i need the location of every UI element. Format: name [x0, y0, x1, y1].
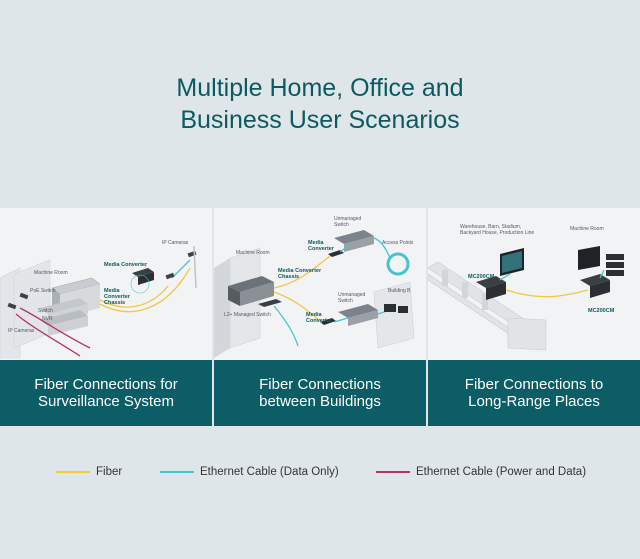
title-line-2: Business User Scenarios: [180, 106, 460, 134]
label-ip-cameras-top: IP Cameras: [162, 240, 189, 246]
label-building-b: Building B: [388, 288, 411, 294]
legend-item-fiber: Fiber: [56, 466, 122, 478]
label-media-converter: Media Converter: [104, 262, 148, 268]
caption-surveillance-line-1: Fiber Connections for: [34, 376, 178, 393]
label-ip-cameras-left: IP Cameras: [8, 328, 35, 334]
caption-buildings-line-2: between Buildings: [259, 393, 381, 410]
legend-label-ethernet-power: Ethernet Cable (Power and Data): [416, 466, 587, 478]
label-machine-room: Machine Room: [570, 226, 604, 232]
legend-label-ethernet-data: Ethernet Cable (Data Only): [200, 466, 339, 478]
label-poe-switch: PoE Switch: [30, 288, 56, 294]
legend-item-ethernet-power: Ethernet Cable (Power and Data): [376, 466, 586, 478]
label-l2-managed-switch: L2+ Managed Switch: [224, 312, 271, 318]
surveillance-diagram: IP Cameras Media Converter Machine Room …: [0, 240, 197, 359]
legend: Fiber Ethernet Cable (Data Only) Etherne…: [0, 466, 640, 482]
caption-surveillance: Fiber Connections for Surveillance Syste…: [0, 360, 212, 426]
scenario-panel-long-range: Warehouse, Barn, Stadium,Backyard House,…: [428, 208, 640, 360]
legend-label-fiber: Fiber: [96, 466, 123, 478]
label-machine-room: Machine Room: [236, 250, 270, 256]
scenario-panel-surveillance: IP Cameras Media Converter Machine Room …: [0, 208, 212, 360]
label-mc200cm-right: MC200CM: [588, 308, 615, 314]
label-nvr: NVR: [42, 316, 53, 322]
legend-item-ethernet-data: Ethernet Cable (Data Only): [160, 466, 339, 478]
label-access-points: Access Points: [382, 240, 414, 246]
page-title: Multiple Home, Office and Business User …: [0, 72, 640, 136]
caption-surveillance-line-2: Surveillance System: [38, 393, 174, 410]
label-switch: Switch: [38, 308, 53, 314]
legend-swatch-fiber: [56, 471, 90, 473]
title-line-1: Multiple Home, Office and: [176, 74, 464, 102]
caption-long-range: Fiber Connections to Long-Range Places: [428, 360, 640, 426]
caption-buildings-line-1: Fiber Connections: [259, 376, 381, 393]
caption-long-range-line-2: Long-Range Places: [468, 393, 600, 410]
long-range-diagram: Warehouse, Barn, Stadium,Backyard House,…: [428, 224, 624, 351]
caption-buildings: Fiber Connections between Buildings: [214, 360, 426, 426]
legend-swatch-ethernet-data: [160, 471, 194, 473]
caption-long-range-line-1: Fiber Connections to: [464, 376, 604, 393]
legend-swatch-ethernet-power: [376, 471, 410, 473]
label-mc200cm-left: MC200CM: [468, 274, 495, 280]
label-machine-room: Machine Room: [34, 270, 68, 276]
label-warehouse: Warehouse, Barn, Stadium,Backyard House,…: [460, 224, 534, 236]
